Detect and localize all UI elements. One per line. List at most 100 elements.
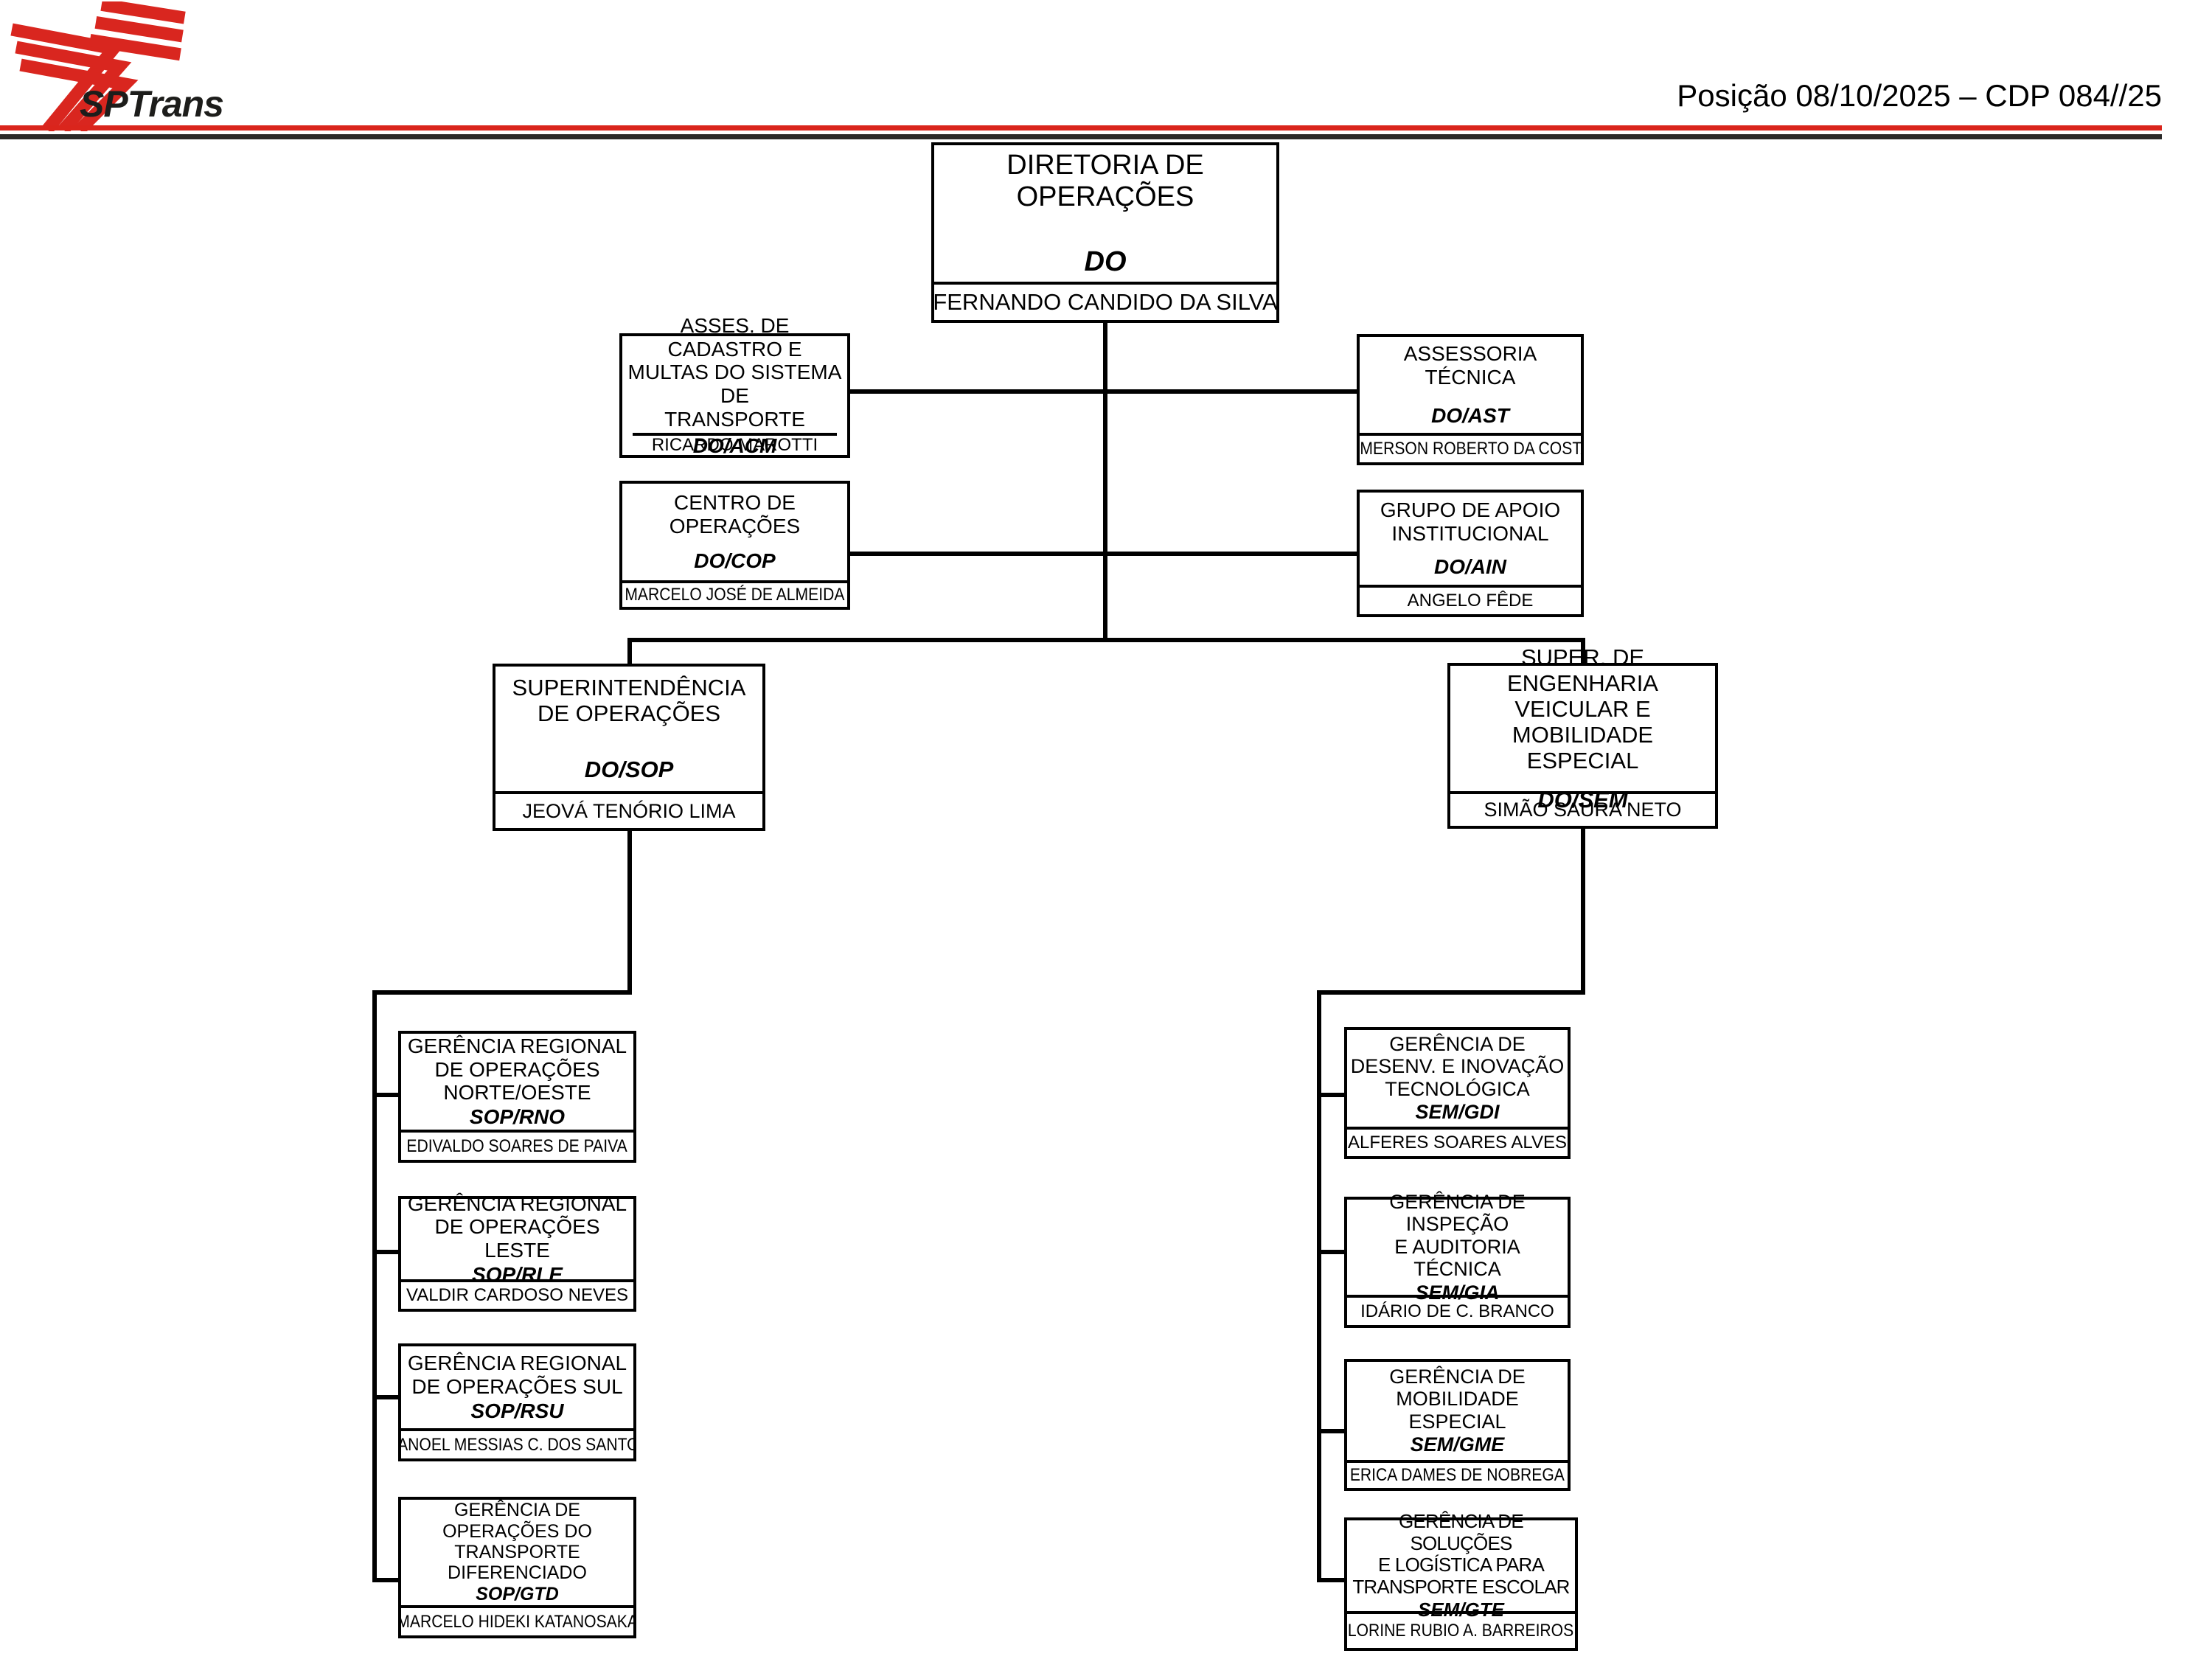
- connector-do-down: [1103, 323, 1107, 641]
- org-node-ain: GRUPO DE APOIO INSTITUCIONAL DO/AIN ANGE…: [1357, 490, 1584, 617]
- connector-stub-gme: [1317, 1429, 1346, 1433]
- connector-cop-ain: [850, 552, 1357, 556]
- org-node-acm: ASSES. DE CADASTRO E MULTAS DO SISTEMA D…: [619, 314, 850, 458]
- connector-stub-gtd: [372, 1578, 400, 1582]
- org-node-title: GERÊNCIA DE SOLUÇÕES E LOGÍSTICA PARA TR…: [1352, 1510, 1570, 1598]
- org-node-gdi: GERÊNCIA DE DESENV. E INOVAÇÃO TECNOLÓGI…: [1344, 1027, 1571, 1159]
- connector-spine-left: [372, 990, 377, 1582]
- connector-stub-rno: [372, 1093, 400, 1097]
- org-node-person: IDÁRIO DE C. BRANCO: [1360, 1301, 1554, 1321]
- org-node-code: SOP/RSU: [470, 1399, 564, 1422]
- org-node-title: GERÊNCIA DE MOBILIDADE ESPECIAL: [1389, 1365, 1526, 1433]
- org-node-gme: GERÊNCIA DE MOBILIDADE ESPECIAL SEM/GME …: [1344, 1359, 1571, 1491]
- org-node-code: SOP/GTD: [476, 1584, 559, 1605]
- connector-sem-down: [1581, 826, 1585, 993]
- org-node-title: ASSES. DE CADASTRO E MULTAS DO SISTEMA D…: [627, 314, 842, 431]
- org-node-acm-title-area: ASSES. DE CADASTRO E MULTAS DO SISTEMA D…: [622, 314, 847, 457]
- org-node-title: GERÊNCIA DE INSPEÇÃO E AUDITORIA TÉCNICA: [1389, 1190, 1526, 1281]
- org-node-ain-title-area: GRUPO DE APOIO INSTITUCIONAL DO/AIN: [1360, 493, 1581, 588]
- org-node-gte-title-area: GERÊNCIA DE SOLUÇÕES E LOGÍSTICA PARA TR…: [1347, 1511, 1575, 1620]
- org-node-sem-title-area: SUPER. DE ENGENHARIA VEICULAR E MOBILIDA…: [1450, 644, 1715, 812]
- org-node-title: GERÊNCIA DE DESENV. E INOVAÇÃO TECNOLÓGI…: [1350, 1032, 1565, 1100]
- connector-stub-sop: [627, 638, 632, 665]
- connector-stub-gte: [1317, 1578, 1346, 1582]
- org-node-person: LORINE RUBIO A. BARREIROS: [1348, 1621, 1574, 1641]
- connector-stub-sem: [1581, 638, 1585, 664]
- org-node-code: SEM/GDI: [1415, 1101, 1500, 1124]
- org-node-gte: GERÊNCIA DE SOLUÇÕES E LOGÍSTICA PARA TR…: [1344, 1511, 1578, 1651]
- org-node-gia: GERÊNCIA DE INSPEÇÃO E AUDITORIA TÉCNICA…: [1344, 1191, 1571, 1328]
- org-node-title: GERÊNCIA REGIONAL DE OPERAÇÕES NORTE/OES…: [407, 1034, 627, 1105]
- connector-sem-elbow: [1317, 990, 1585, 995]
- org-node-title: SUPER. DE ENGENHARIA VEICULAR E MOBILIDA…: [1507, 644, 1658, 774]
- org-node-rno-title-area: GERÊNCIA REGIONAL DE OPERAÇÕES NORTE/OES…: [401, 1034, 633, 1133]
- connector-stub-gdi: [1317, 1093, 1346, 1097]
- org-node-title: GERÊNCIA DE OPERAÇÕES DO TRANSPORTE DIFE…: [442, 1500, 592, 1583]
- org-node-title: DIRETORIA DE OPERAÇÕES: [1006, 149, 1204, 212]
- connector-sop-elbow: [372, 990, 632, 995]
- org-node-gia-title-area: GERÊNCIA DE INSPEÇÃO E AUDITORIA TÉCNICA…: [1347, 1191, 1568, 1303]
- org-node-code: DO/AIN: [1434, 554, 1506, 578]
- org-node-rle-title-area: GERÊNCIA REGIONAL DE OPERAÇÕES LESTE SOP…: [401, 1192, 633, 1285]
- org-node-rle: GERÊNCIA REGIONAL DE OPERAÇÕES LESTE SOP…: [398, 1192, 636, 1312]
- org-node-person: ANGELO FÊDE: [1407, 591, 1534, 611]
- org-node-sem: SUPER. DE ENGENHARIA VEICULAR E MOBILIDA…: [1447, 644, 1718, 829]
- org-node-code: SEM/GTE: [1417, 1598, 1504, 1621]
- org-node-sop-title-area: SUPERINTENDÊNCIA DE OPERAÇÕES DO/SOP: [495, 667, 762, 794]
- org-node-code: DO: [1084, 246, 1127, 277]
- org-node-code: SEM/GIA: [1415, 1281, 1500, 1304]
- brand-wordmark: SPTrans: [80, 83, 224, 125]
- org-node-person: ERICA DAMES DE NOBREGA: [1349, 1465, 1565, 1485]
- connector-acm-ast: [850, 389, 1357, 394]
- position-date-label: Posição 08/10/2025 – CDP 084//25: [1677, 78, 2162, 113]
- header-rule-black: [0, 134, 2162, 139]
- org-node-title: CENTRO DE OPERAÇÕES: [669, 491, 801, 538]
- connector-stub-rsu: [372, 1395, 400, 1399]
- org-node-code: DO/AST: [1431, 404, 1509, 428]
- org-node-person: SIMÃO SAURA NETO: [1484, 799, 1682, 821]
- org-node-sop: SUPERINTENDÊNCIA DE OPERAÇÕES DO/SOP JEO…: [493, 664, 765, 831]
- org-node-gme-title-area: GERÊNCIA DE MOBILIDADE ESPECIAL SEM/GME: [1347, 1362, 1568, 1463]
- org-node-code: DO/COP: [694, 549, 776, 572]
- org-node-person: MANOEL MESSIAS C. DOS SANTOS: [401, 1434, 633, 1455]
- org-node-code: DO/ACM: [692, 434, 777, 458]
- connector-stub-rle: [372, 1250, 400, 1254]
- connector-sop-down: [627, 828, 632, 993]
- org-node-code: SOP/RLE: [472, 1262, 563, 1286]
- org-node-gtd: GERÊNCIA DE OPERAÇÕES DO TRANSPORTE DIFE…: [398, 1497, 636, 1638]
- header-rule-red: [0, 125, 2162, 131]
- org-node-person: EMERSON ROBERTO DA COSTA: [1360, 439, 1581, 459]
- org-node-cop: CENTRO DE OPERAÇÕES DO/COP MARCELO JOSÉ …: [619, 481, 850, 610]
- org-node-person: VALDIR CARDOSO NEVES: [406, 1285, 628, 1305]
- org-node-do: DIRETORIA DE OPERAÇÕES DO FERNANDO CANDI…: [931, 142, 1279, 323]
- org-node-person: RICARDO MAROTTI: [651, 436, 818, 455]
- org-node-do-title-area: DIRETORIA DE OPERAÇÕES DO: [934, 145, 1276, 285]
- org-node-person: JEOVÁ TENÓRIO LIMA: [522, 799, 736, 822]
- org-node-person: EDIVALDO SOARES DE PAIVA: [406, 1135, 628, 1156]
- org-node-rsu: GERÊNCIA REGIONAL DE OPERAÇÕES SUL SOP/R…: [398, 1343, 636, 1461]
- sptrans-logo: [10, 1, 186, 131]
- org-node-person: MARCELO HIDEKI KATANOSAKA: [401, 1611, 633, 1632]
- org-node-code: SEM/GME: [1410, 1433, 1505, 1456]
- org-node-code: DO/SOP: [584, 757, 674, 783]
- org-node-ast: ASSESSORIA TÉCNICA DO/AST EMERSON ROBERT…: [1357, 334, 1584, 465]
- org-node-title: GERÊNCIA REGIONAL DE OPERAÇÕES LESTE: [407, 1192, 627, 1262]
- org-node-rno: GERÊNCIA REGIONAL DE OPERAÇÕES NORTE/OES…: [398, 1031, 636, 1163]
- org-node-gtd-title-area: GERÊNCIA DE OPERAÇÕES DO TRANSPORTE DIFE…: [401, 1500, 633, 1608]
- connector-spine-right: [1317, 990, 1321, 1582]
- org-node-cop-title-area: CENTRO DE OPERAÇÕES DO/COP: [622, 484, 847, 583]
- org-node-code: SOP/RNO: [469, 1105, 566, 1129]
- connector-superintendencias: [627, 638, 1585, 642]
- org-node-title: ASSESSORIA TÉCNICA: [1403, 341, 1537, 389]
- org-node-person: MARCELO JOSÉ DE ALMEIDA: [625, 585, 845, 605]
- org-node-rsu-title-area: GERÊNCIA REGIONAL DE OPERAÇÕES SUL SOP/R…: [401, 1346, 633, 1431]
- org-node-title: GERÊNCIA REGIONAL DE OPERAÇÕES SUL: [407, 1352, 627, 1399]
- org-node-person: FERNANDO CANDIDO DA SILVA: [934, 289, 1276, 315]
- org-node-gdi-title-area: GERÊNCIA DE DESENV. E INOVAÇÃO TECNOLÓGI…: [1347, 1030, 1568, 1130]
- org-node-ast-title-area: ASSESSORIA TÉCNICA DO/AST: [1360, 337, 1581, 436]
- org-node-code: DO/SEM: [1537, 786, 1628, 813]
- org-node-title: SUPERINTENDÊNCIA DE OPERAÇÕES: [512, 675, 746, 727]
- org-node-title: GRUPO DE APOIO INSTITUCIONAL: [1380, 498, 1561, 546]
- org-node-person: ALFERES SOARES ALVES: [1347, 1133, 1567, 1152]
